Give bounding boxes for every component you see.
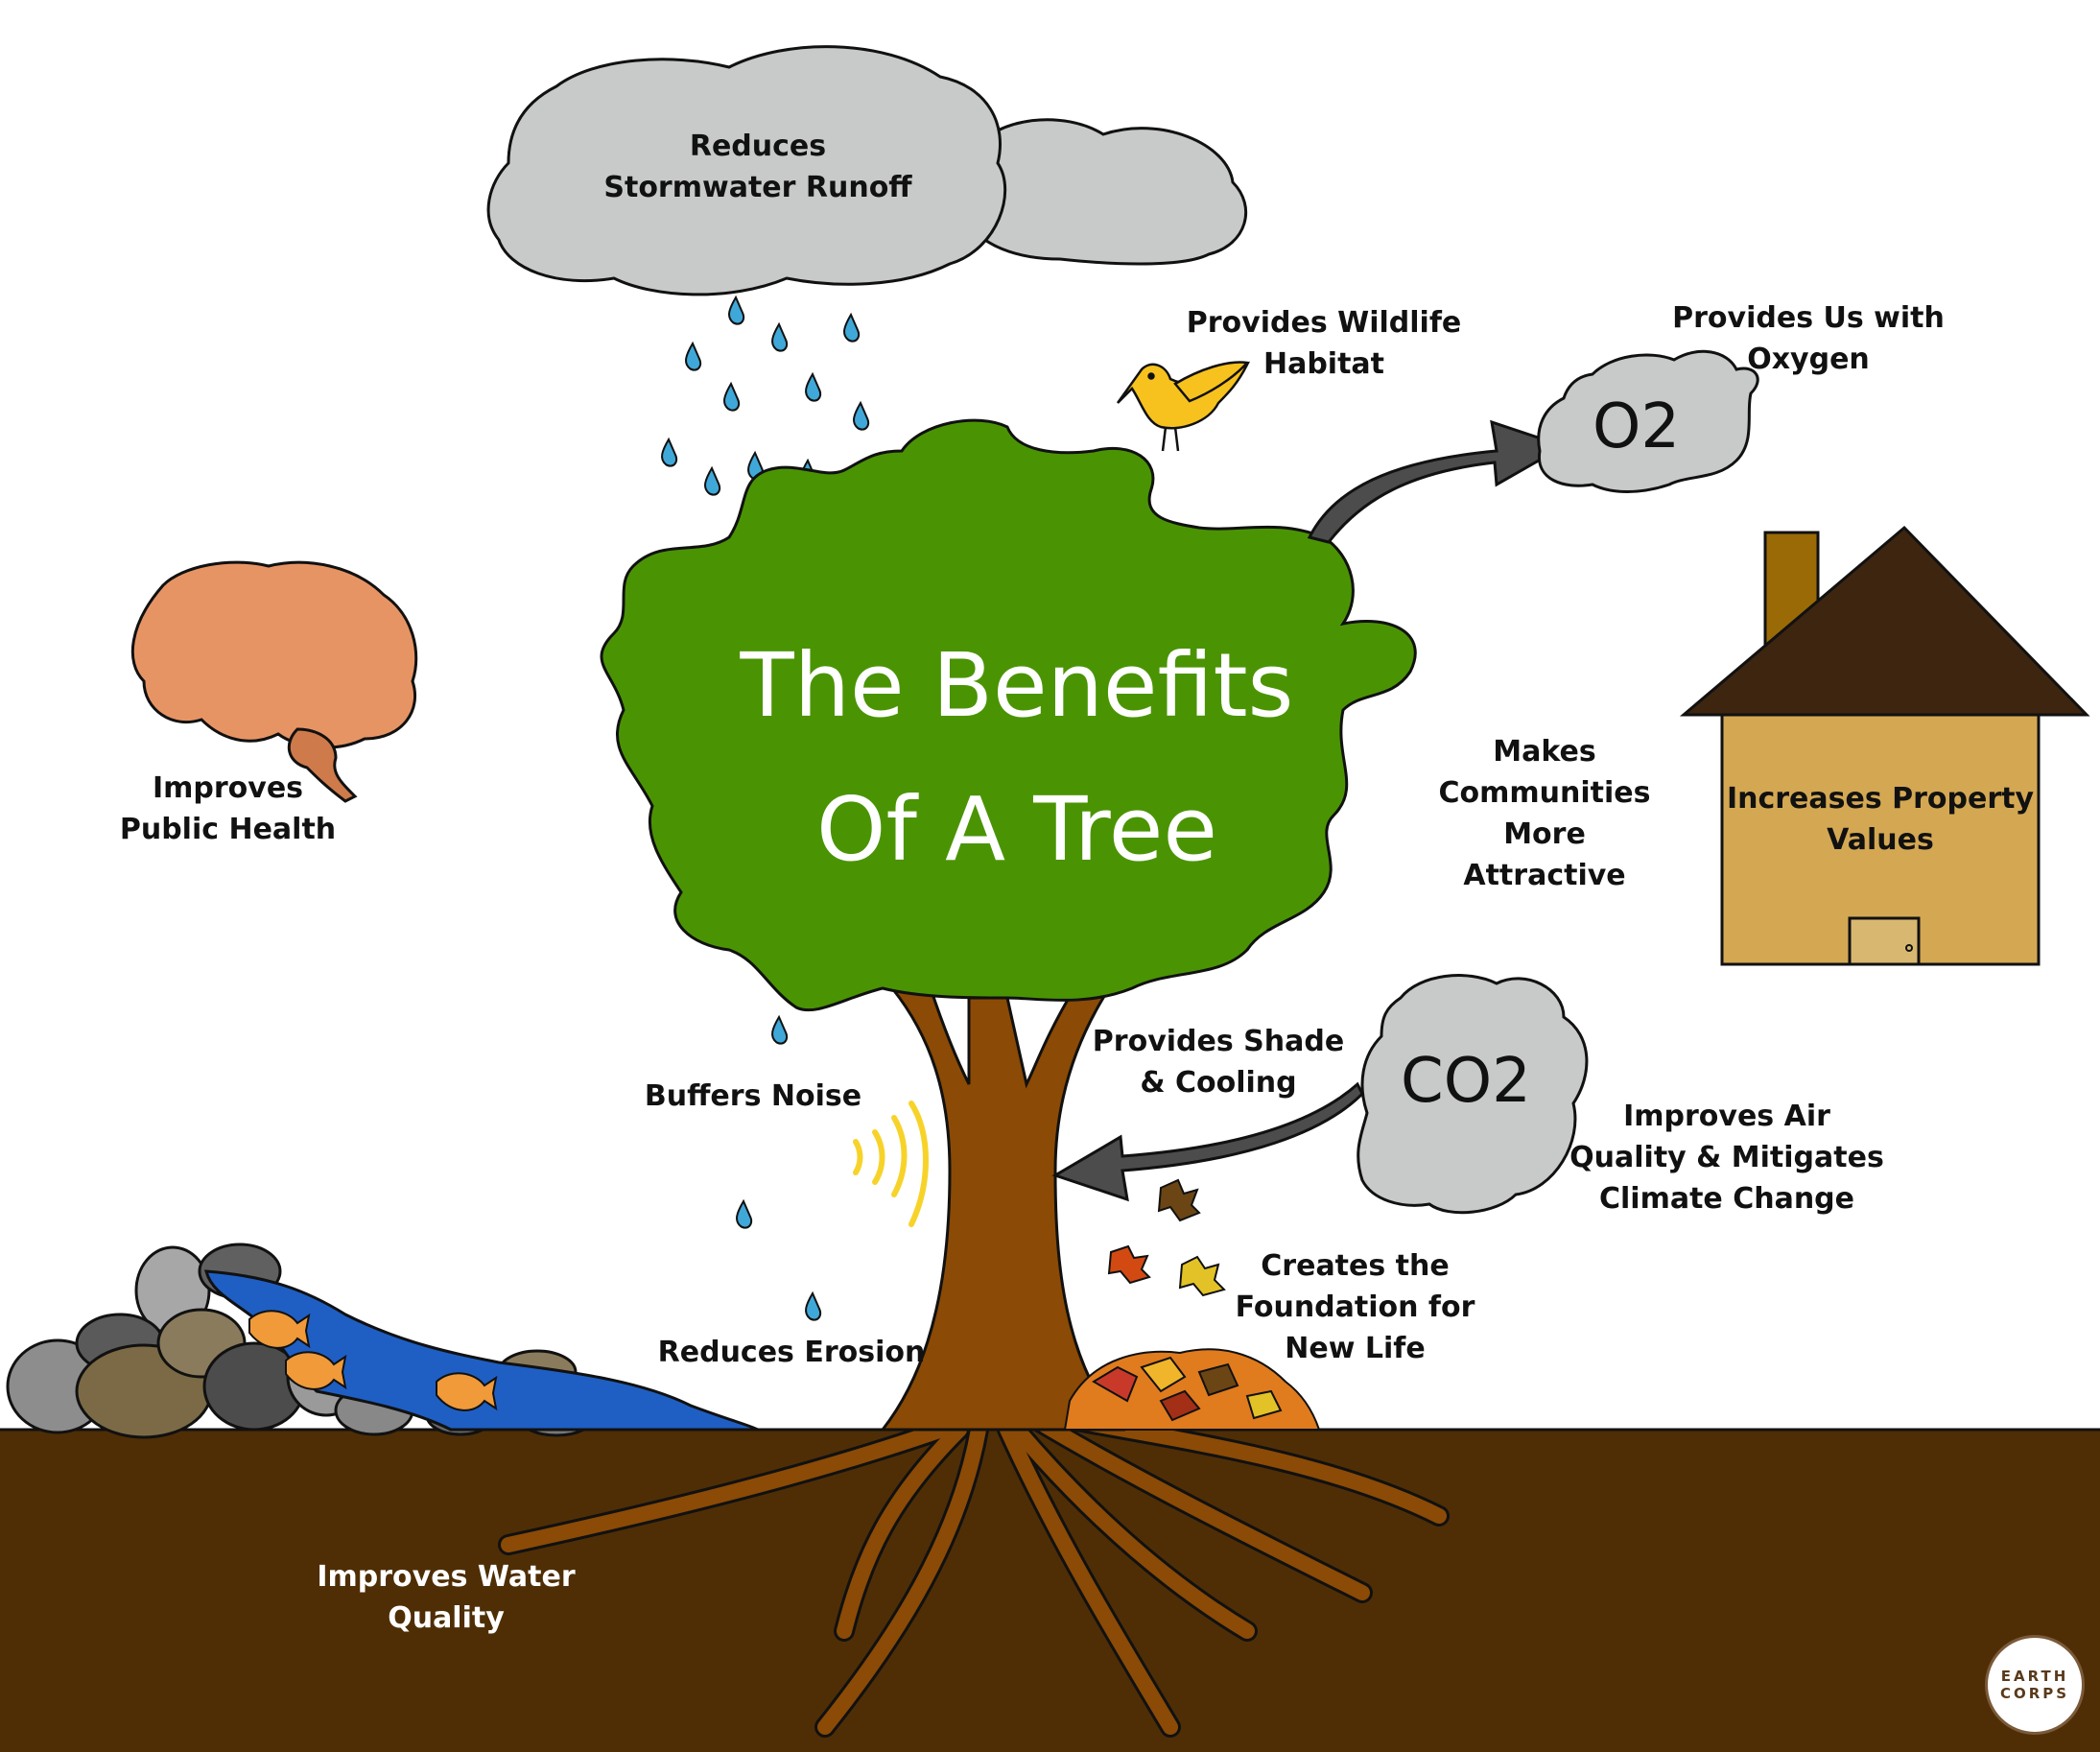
house xyxy=(1679,525,2090,966)
label-wildlife: Provides Wildlife Habitat xyxy=(1186,306,1462,381)
label-shade: Provides Shade & Cooling xyxy=(1092,1025,1345,1100)
oxygen-formula: O2 xyxy=(1593,391,1681,462)
noise-waves-icon xyxy=(853,1101,929,1227)
rain-drops xyxy=(661,295,870,1321)
leaf-pile xyxy=(1063,1348,1321,1431)
label-noise: Buffers Noise xyxy=(644,1079,862,1113)
storm-cloud xyxy=(486,45,1248,296)
bird xyxy=(1116,361,1251,452)
title-line-1: The Benefits xyxy=(740,634,1294,737)
label-water-quality: Improves Water Quality xyxy=(317,1560,576,1635)
label-public-health: Improves Public Health xyxy=(119,771,337,846)
earthcorps-logo: EARTH CORPS xyxy=(1985,1635,2085,1735)
title-line-2: Of A Tree xyxy=(816,778,1217,881)
oxygen-arrow xyxy=(1307,419,1568,544)
tree-trunk xyxy=(879,986,1126,1432)
soil-ground xyxy=(0,1430,2100,1752)
label-foundation: Creates the Foundation for New Life xyxy=(1235,1249,1475,1365)
label-erosion: Reduces Erosion xyxy=(657,1336,926,1369)
label-stormwater: Reduces Stormwater Runoff xyxy=(603,130,912,204)
falling-leaves xyxy=(1107,1178,1226,1297)
tree-canopy xyxy=(600,418,1417,1012)
co2-arrow xyxy=(1051,1081,1364,1202)
oxygen-cloud xyxy=(1537,349,1759,493)
diagram-title: The Benefits Of A Tree xyxy=(739,614,1295,902)
co2-formula: CO2 xyxy=(1401,1046,1531,1117)
label-oxygen: Provides Us with Oxygen xyxy=(1672,301,1945,376)
label-attractive: Makes Communities More Attractive xyxy=(1438,735,1651,892)
fish-group xyxy=(248,1310,498,1411)
label-property: Increases Property Values xyxy=(1726,782,2035,857)
brain-icon xyxy=(130,560,418,803)
label-air-quality: Improves Air Quality & Mitigates Climate… xyxy=(1569,1100,1884,1216)
